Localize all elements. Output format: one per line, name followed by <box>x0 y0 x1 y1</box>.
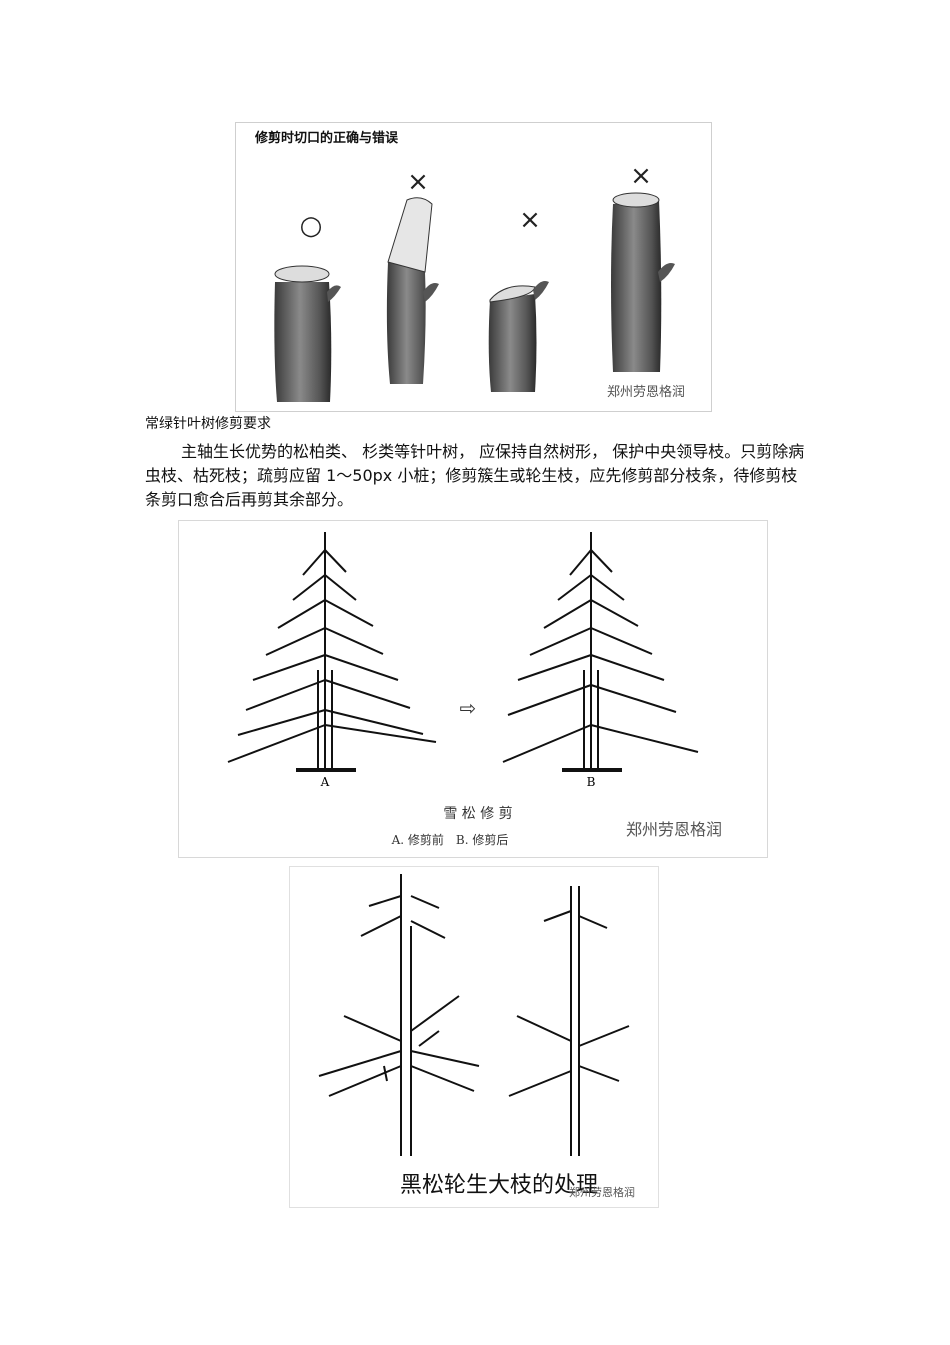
section-paragraph: 主轴生长优势的松柏类、 杉类等针叶树， 应保持自然树形， 保护中央领导枝。只剪除… <box>145 440 805 512</box>
trunk-wrong-long <box>386 197 439 384</box>
arrow-right-icon: ⇨ <box>460 696 477 720</box>
tree-after <box>502 532 699 772</box>
figure-cut-correct-wrong: 修剪时切口的正确与错误 ○ × × × 郑州劳恩格润 <box>235 122 712 412</box>
mark-wrong-icon-1: × <box>407 167 429 197</box>
trunk-wrong-stub <box>611 192 675 372</box>
label-a: A <box>320 775 330 789</box>
trunk-wrong-short <box>488 281 549 392</box>
trunk-correct <box>274 265 341 402</box>
figure1-title: 修剪时切口的正确与错误 <box>254 130 399 146</box>
tree-right <box>508 886 630 1156</box>
label-b: B <box>587 775 596 789</box>
tree-before <box>227 532 437 772</box>
mark-wrong-icon-3: × <box>630 161 652 191</box>
figure-black-pine: 黑松轮生大枝的处理 郑州劳恩格润 <box>289 866 659 1208</box>
paragraph-text: 主轴生长优势的松柏类、 杉类等针叶树， 应保持自然树形， 保护中央领导枝。只剪除… <box>145 442 805 509</box>
figure2-caption-sub: A. 修剪前 B. 修剪后 <box>391 832 509 847</box>
cut-illustration: 修剪时切口的正确与错误 ○ × × × 郑州劳恩格润 <box>235 122 712 412</box>
tree-left <box>318 874 480 1156</box>
section-heading: 常绿针叶树修剪要求 <box>145 416 271 432</box>
figure1-watermark: 郑州劳恩格润 <box>607 384 685 400</box>
mark-wrong-icon-2: × <box>519 205 541 235</box>
figure3-watermark: 郑州劳恩格润 <box>569 1185 635 1199</box>
figure-cedar-pruning: A ⇨ B 雪 松 修 剪 A. 修剪前 B. 修剪后 郑州劳恩格润 <box>178 520 768 858</box>
black-pine-illustration: 黑松轮生大枝的处理 郑州劳恩格润 <box>289 866 659 1208</box>
mark-correct-icon: ○ <box>300 211 323 241</box>
figure2-caption-title: 雪 松 修 剪 <box>443 806 512 822</box>
figure2-watermark: 郑州劳恩格润 <box>626 820 722 839</box>
cedar-illustration: A ⇨ B 雪 松 修 剪 A. 修剪前 B. 修剪后 郑州劳恩格润 <box>178 520 768 858</box>
figure3-caption: 黑松轮生大枝的处理 <box>400 1173 598 1198</box>
